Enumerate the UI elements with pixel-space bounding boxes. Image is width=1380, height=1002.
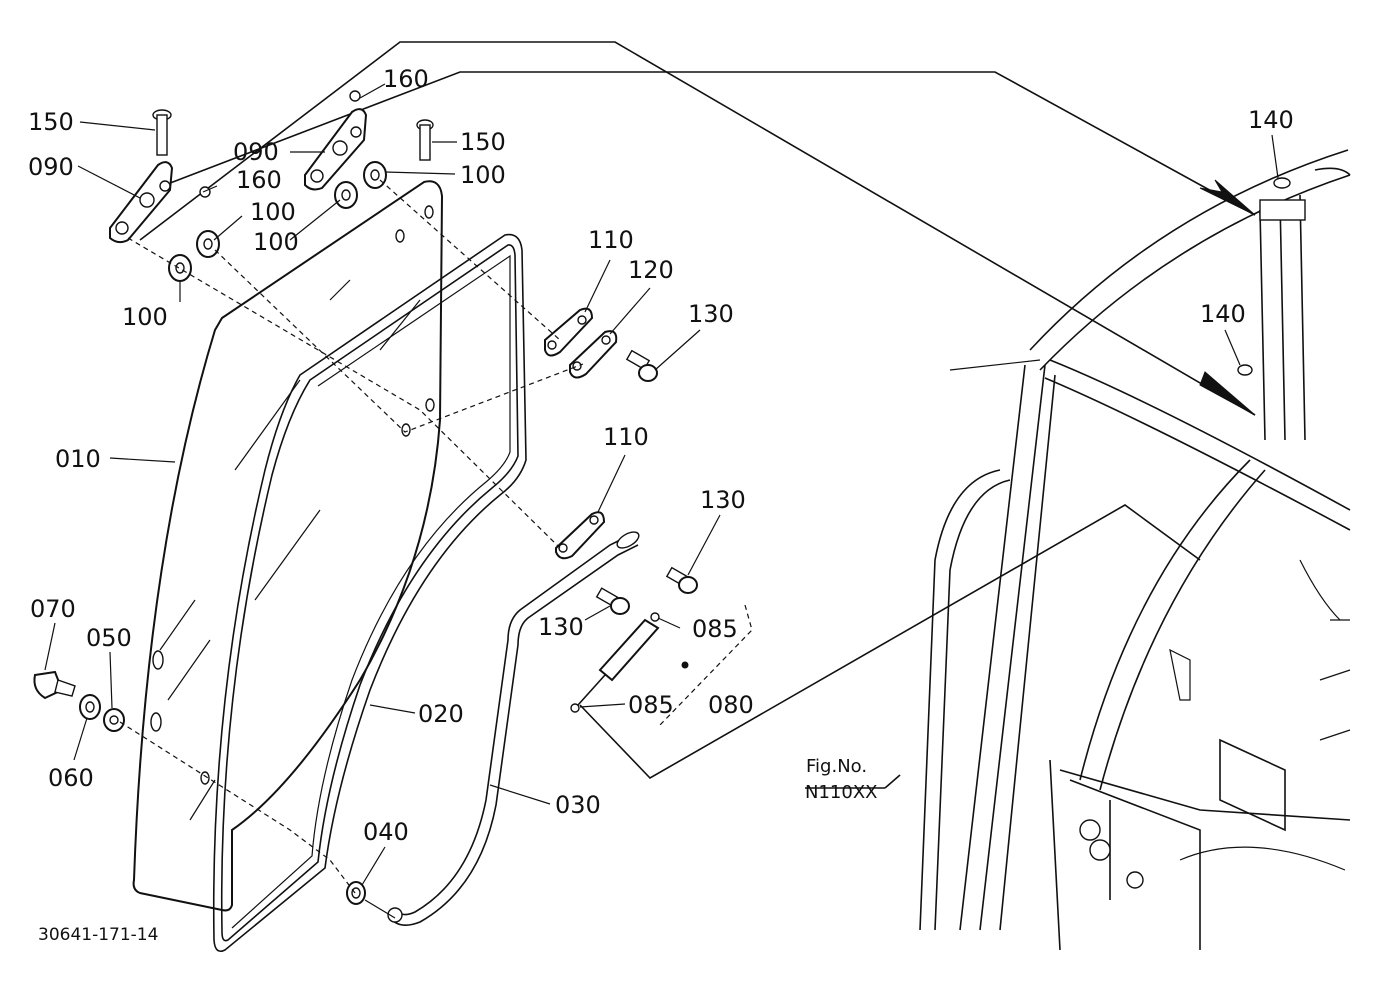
gas-strut-080 [570,604,753,726]
callout-100-d: 100 [460,161,506,189]
alignment-lines [119,179,584,919]
plates-110-120 [544,307,618,560]
callout-140-lower: 140 [1200,300,1246,328]
callout-100-a: 100 [250,198,296,226]
callout-070: 070 [30,595,76,623]
callout-160-left: 160 [236,166,282,194]
callout-130-upper: 130 [688,300,734,328]
callout-150-left: 150 [28,108,74,136]
pin-150-left [152,109,172,156]
callout-090-left: 090 [28,153,74,181]
callout-050: 050 [86,624,132,652]
callout-130-right: 130 [700,486,746,514]
door-seal-020 [212,233,527,953]
callout-085-upper: 085 [692,615,738,643]
callout-140-upper: 140 [1248,106,1294,134]
pin-150-right [416,119,434,161]
figure-reference-number: N110XX [805,782,877,803]
cab-frame [919,149,1351,951]
assembly-leader-lines [139,41,1256,416]
drawing-code: 30641-171-14 [38,925,158,945]
callout-110-lower: 110 [603,423,649,451]
hinge-090-right [304,108,368,191]
washers-100 [168,161,387,282]
callout-010: 010 [55,445,101,473]
washer-060 [79,694,101,720]
washer-040 [346,881,366,905]
callout-130-left: 130 [538,613,584,641]
hinge-090-left [109,161,174,244]
callout-030: 030 [555,791,601,819]
bolts-130 [595,349,698,615]
figure-reference: Fig.No. N110XX [805,756,877,803]
callout-060: 060 [48,764,94,792]
callout-090-right: 090 [233,138,279,166]
nut-050 [103,708,125,732]
clip-160 [199,90,361,198]
callout-160-right: 160 [383,65,429,93]
support-rod-030 [387,531,640,926]
figure-reference-leader [579,504,1201,789]
callout-040: 040 [363,818,409,846]
callout-labels: 150 090 160 100 100 100 090 160 150 100 … [28,65,1294,846]
figure-reference-label: Fig.No. [806,756,867,777]
callout-150-right: 150 [460,128,506,156]
callout-leaders [44,83,1279,886]
callout-100-b: 100 [253,228,299,256]
callout-020: 020 [418,700,464,728]
callout-100-c: 100 [122,303,168,331]
bolt-070 [33,670,76,700]
callout-080: 080 [708,691,754,719]
callout-110-upper: 110 [588,226,634,254]
callout-085-lower: 085 [628,691,674,719]
callout-120: 120 [628,256,674,284]
glass-panel-010 [132,180,444,912]
